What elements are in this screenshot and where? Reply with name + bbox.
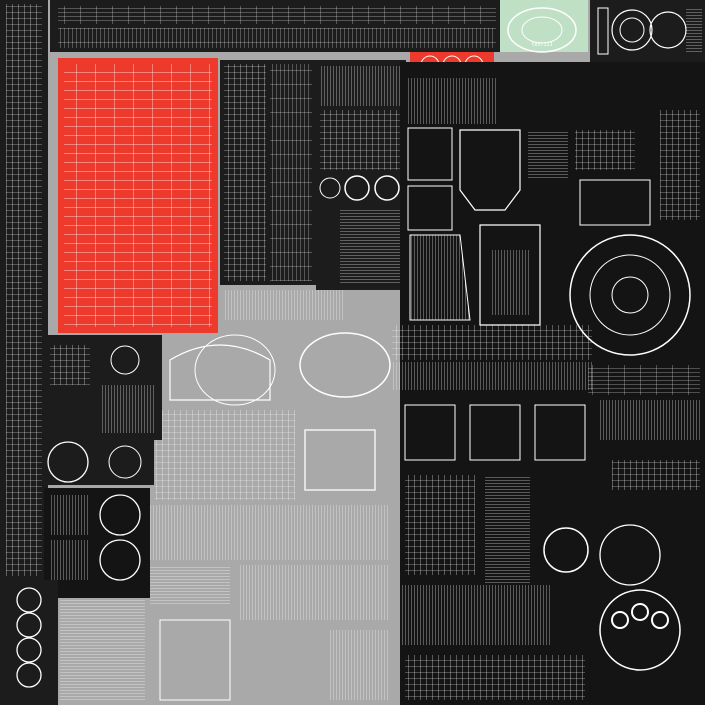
rings-column-island <box>316 60 406 290</box>
green-tile-island: text123 <box>500 0 588 53</box>
green-tile-label: text123 <box>531 42 552 48</box>
bottom-left-island <box>0 580 58 705</box>
left-dark-cluster-island <box>44 335 162 598</box>
right-black-island <box>392 62 705 705</box>
red-tile-island <box>58 58 218 333</box>
left-strip-island <box>0 0 48 580</box>
top-right-island <box>590 0 705 62</box>
top-strip-island <box>50 0 500 52</box>
dark-grid-island <box>220 60 316 285</box>
gray-center-island <box>60 290 391 701</box>
